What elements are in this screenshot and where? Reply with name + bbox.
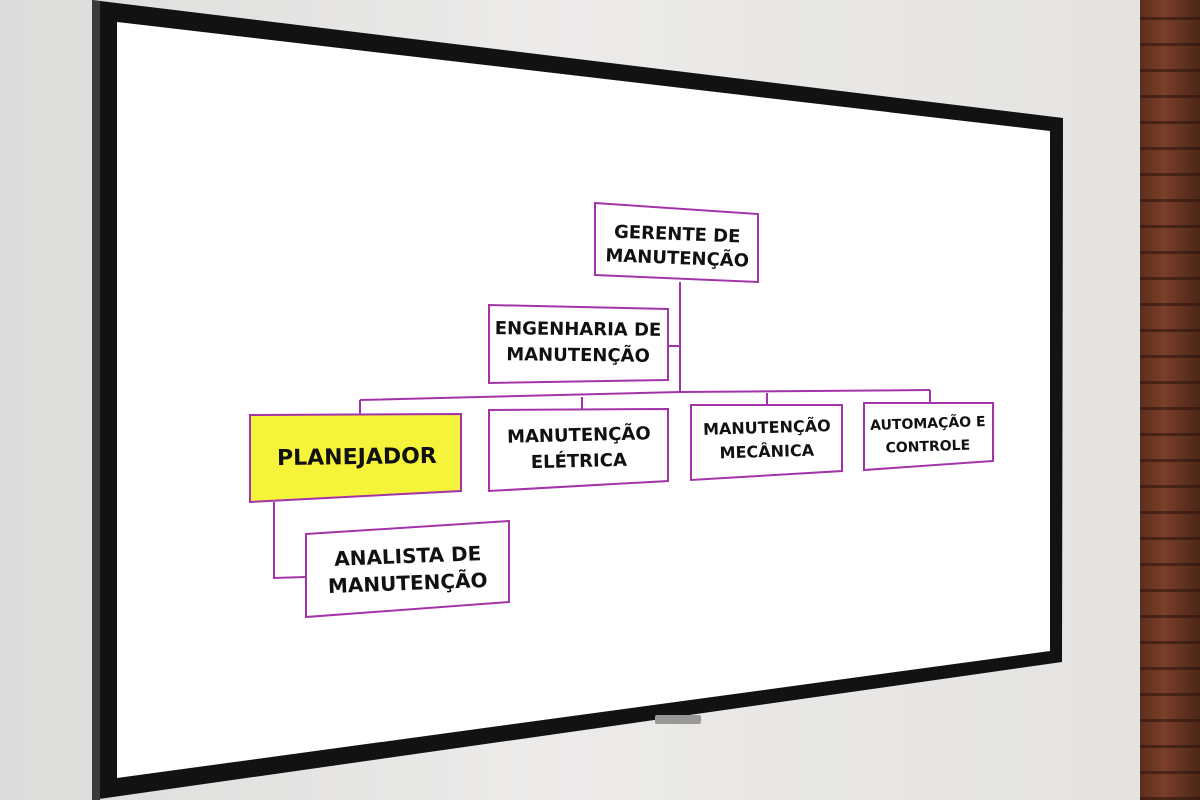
label-automation-line1: AUTOMAÇÃO E xyxy=(870,413,986,434)
org-labels: GERENTE DE MANUTENÇÃO ENGENHARIA DE MANU… xyxy=(277,222,986,598)
tv-screen xyxy=(117,22,1050,778)
label-mechanical-line2: MECÂNICA xyxy=(719,441,815,463)
label-engineering-line2: MANUTENÇÃO xyxy=(506,342,650,367)
label-electrical-line1: MANUTENÇÃO xyxy=(507,421,651,448)
label-manager-line1: GERENTE DE xyxy=(614,222,741,248)
label-planner: PLANEJADOR xyxy=(277,444,437,471)
brick-wall-edge xyxy=(1140,0,1200,800)
label-mechanical-line1: MANUTENÇÃO xyxy=(703,416,831,439)
label-analyst-line1: ANALISTA DE xyxy=(334,541,482,571)
box-engineering xyxy=(488,303,669,385)
box-automation xyxy=(863,402,994,472)
box-analyst xyxy=(305,519,510,619)
label-automation-line2: CONTROLE xyxy=(885,438,970,457)
label-electrical-line2: ELÉTRICA xyxy=(531,449,628,473)
connector-bus xyxy=(359,389,931,401)
box-manager xyxy=(594,201,759,284)
tv-bezel-edge xyxy=(92,0,100,800)
box-planner[interactable] xyxy=(249,412,462,504)
box-mechanical xyxy=(690,404,843,482)
connector-analyst xyxy=(273,502,307,580)
box-electrical xyxy=(488,407,669,493)
tv-logo-plate xyxy=(655,715,701,724)
label-engineering-line1: ENGENHARIA DE xyxy=(495,318,662,341)
org-boxes xyxy=(249,201,994,619)
connector-lines xyxy=(273,282,931,580)
